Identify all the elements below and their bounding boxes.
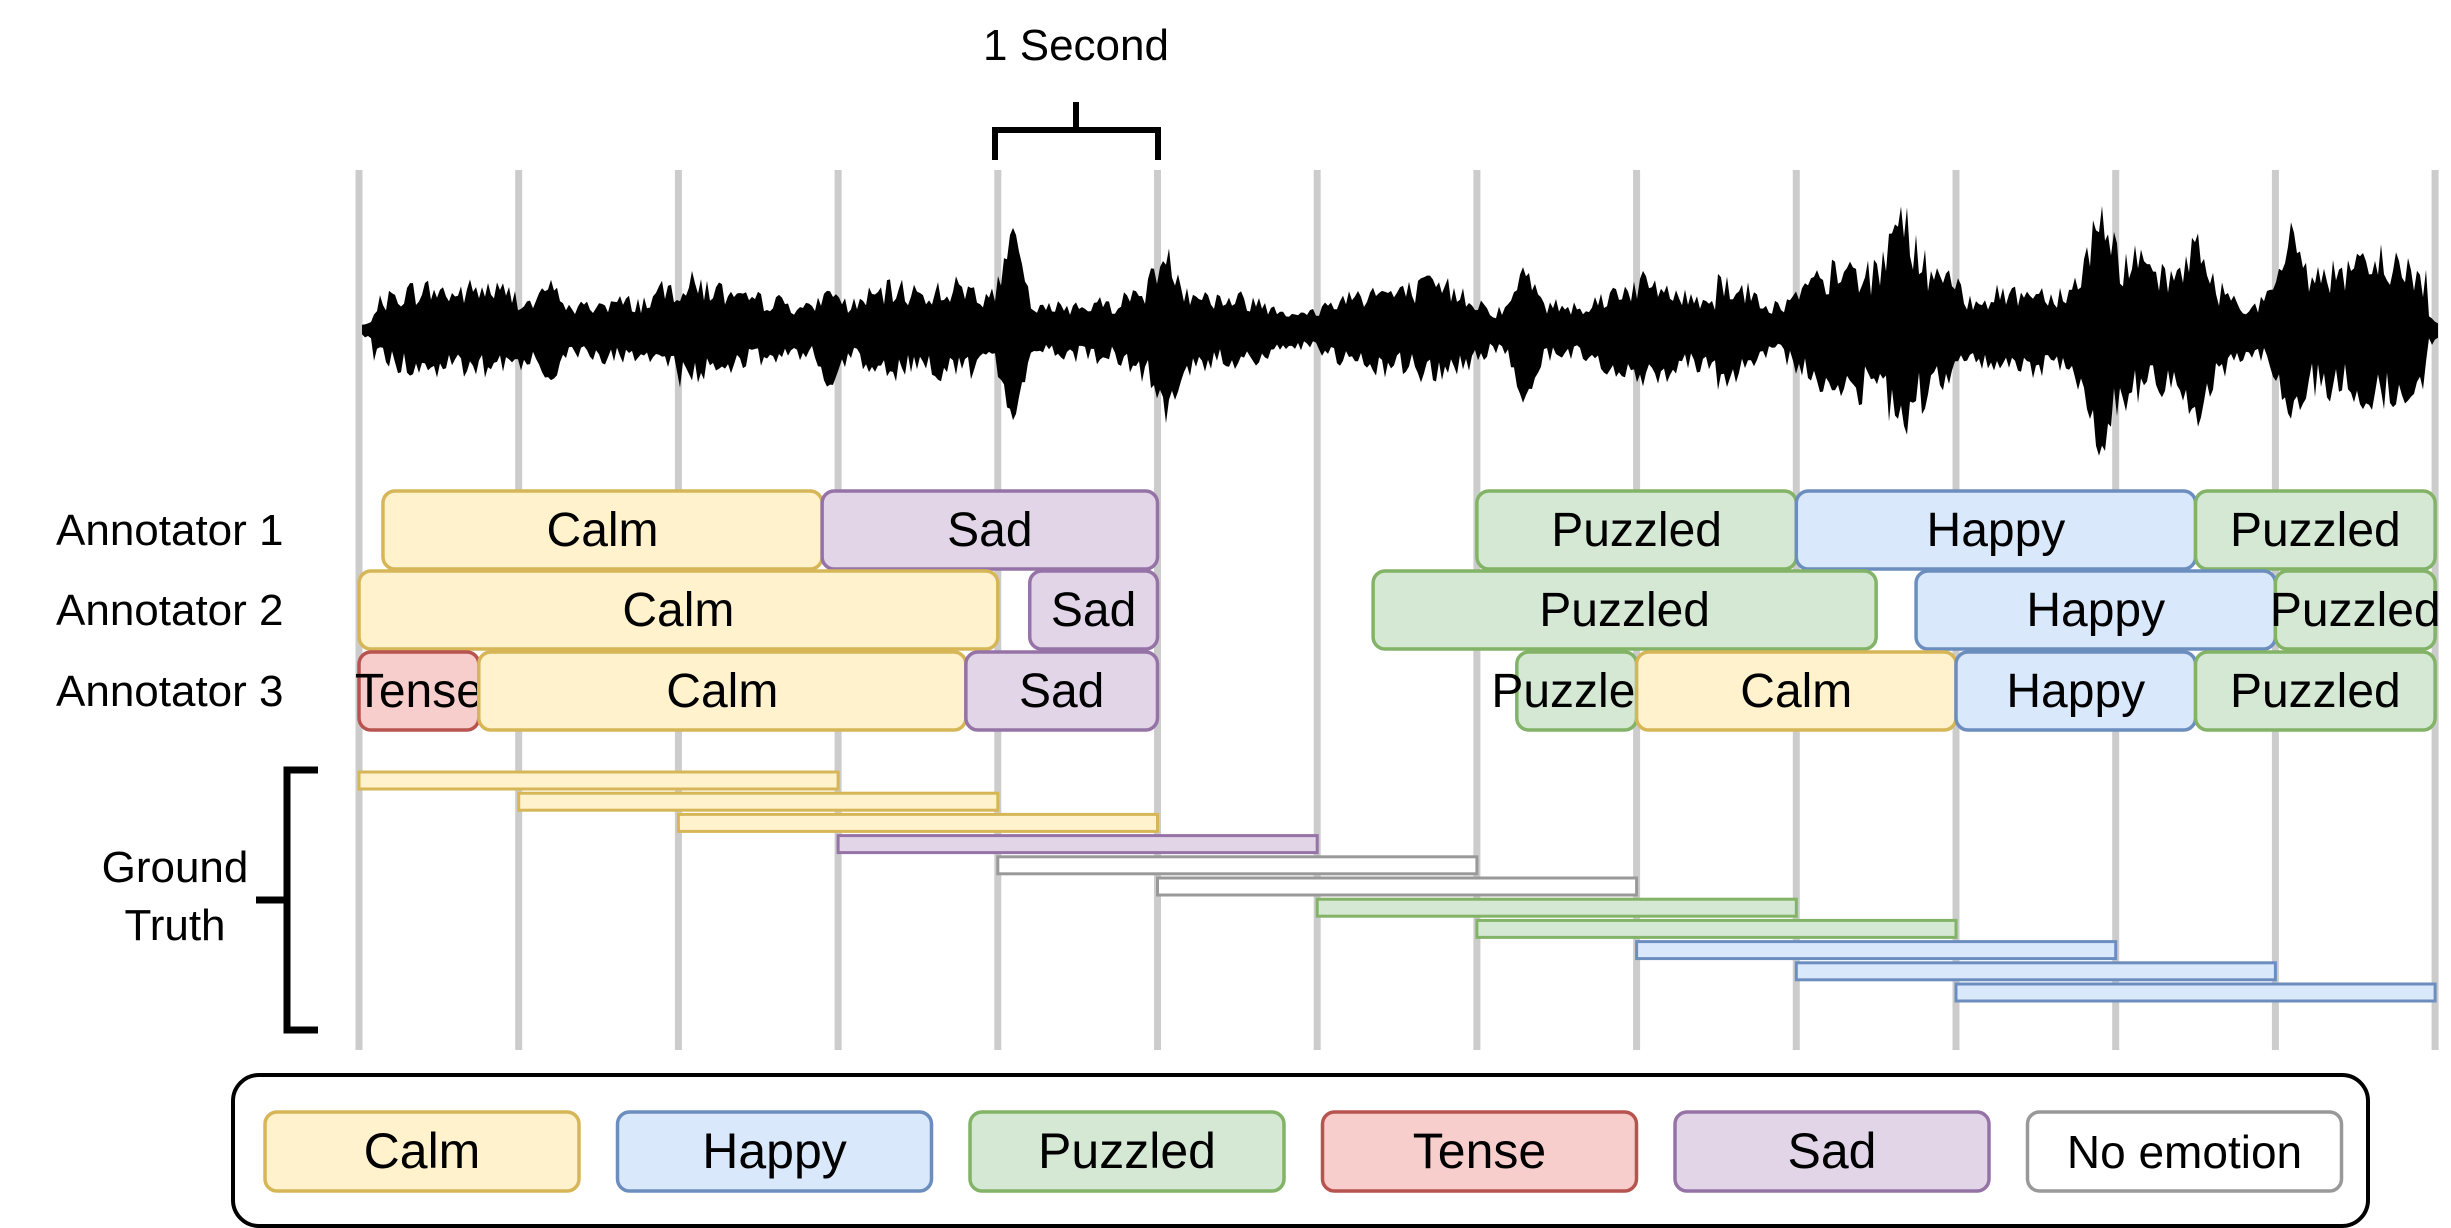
ground-truth-window-happy (1794, 961, 2277, 982)
ground-truth-window-happy (1635, 940, 2118, 961)
annotation-segment-sad (820, 489, 1160, 571)
annotation-segment-label: Puzzled (2230, 504, 2401, 557)
legend-items: Calm Happy Puzzled Tense Sad No emotion (263, 1110, 2344, 1193)
ground-truth-window-none (996, 855, 1479, 876)
annotation-segment-label: Sad (947, 504, 1032, 557)
ground-truth-window-puzzled (1315, 897, 1798, 918)
ground-truth-windows (357, 770, 2437, 1003)
emotion-legend: Calm Happy Puzzled Tense Sad No emotion (231, 1073, 2370, 1228)
ground-truth-window-sad (836, 834, 1319, 855)
ground-truth-window-calm (357, 770, 840, 791)
annotation-segment-label: Puzzled (2230, 665, 2401, 718)
annotation-segment-label: Calm (622, 584, 734, 637)
annotation-segment-puzzled (2193, 489, 2437, 571)
legend-swatch-none (2025, 1110, 2344, 1193)
audio-waveform (362, 205, 2438, 456)
ground-truth-window-calm (676, 812, 1160, 833)
legend-swatch-happy (615, 1110, 934, 1193)
legend-label: Puzzled (1038, 1123, 1216, 1179)
ground-truth-window-calm (517, 791, 1000, 812)
legend-swatch-sad (1673, 1110, 1991, 1193)
ground-truth-label-line2: Truth (124, 901, 225, 950)
annotation-segment-calm (357, 569, 1000, 651)
annotator-label: Annotator 1 (56, 506, 284, 555)
annotation-segment-label: Happy (2006, 665, 2145, 718)
legend-label: Sad (1788, 1123, 1877, 1179)
legend-label: Happy (702, 1123, 847, 1179)
annotation-segment-sad (964, 650, 1160, 732)
annotation-segment-label: Puzzled (1491, 665, 1662, 718)
annotation-segment-label: Sad (1019, 665, 1104, 718)
legend-swatch-calm (263, 1110, 581, 1193)
annotation-segment-label: Calm (547, 504, 659, 557)
legend-label: No emotion (2067, 1126, 2302, 1178)
ground-truth-window-puzzled (1475, 918, 1958, 939)
annotation-segment-puzzled (1371, 569, 1878, 651)
annotation-segment-label: Happy (2026, 584, 2165, 637)
annotation-segment-label: Puzzled (1551, 504, 1722, 557)
legend-label: Calm (364, 1123, 481, 1179)
annotator-label: Annotator 2 (56, 586, 284, 635)
annotator-label: Annotator 3 (56, 667, 284, 716)
annotation-segment-label: Puzzled (1539, 584, 1710, 637)
one-second-scale-bar: 1 Second (983, 21, 1169, 160)
scale-bracket (992, 102, 1161, 160)
scale-bar-label: 1 Second (983, 21, 1169, 70)
ground-truth-label-line1: Ground (102, 843, 249, 892)
annotation-segment-label: Puzzled (2270, 584, 2441, 637)
annotation-segment-puzzled (2273, 569, 2437, 651)
annotation-segment-puzzled (2193, 650, 2437, 732)
legend-swatch-tense (1320, 1110, 1639, 1193)
annotation-segment-label: Sad (1051, 584, 1136, 637)
annotation-segment-label: Happy (1927, 504, 2066, 557)
ground-truth-section: Ground Truth (102, 766, 2437, 1034)
ground-truth-bracket (256, 766, 318, 1034)
legend-swatch-puzzled (968, 1110, 1286, 1193)
ground-truth-window-happy (1954, 982, 2437, 1003)
annotation-segment-label: Calm (1740, 665, 1852, 718)
legend-label: Tense (1413, 1123, 1546, 1179)
annotation-segment-label: Calm (666, 665, 778, 718)
ground-truth-window-none (1156, 876, 1639, 897)
annotation-segment-label: Tense (355, 665, 483, 718)
annotation-segment-sad (1027, 569, 1160, 651)
